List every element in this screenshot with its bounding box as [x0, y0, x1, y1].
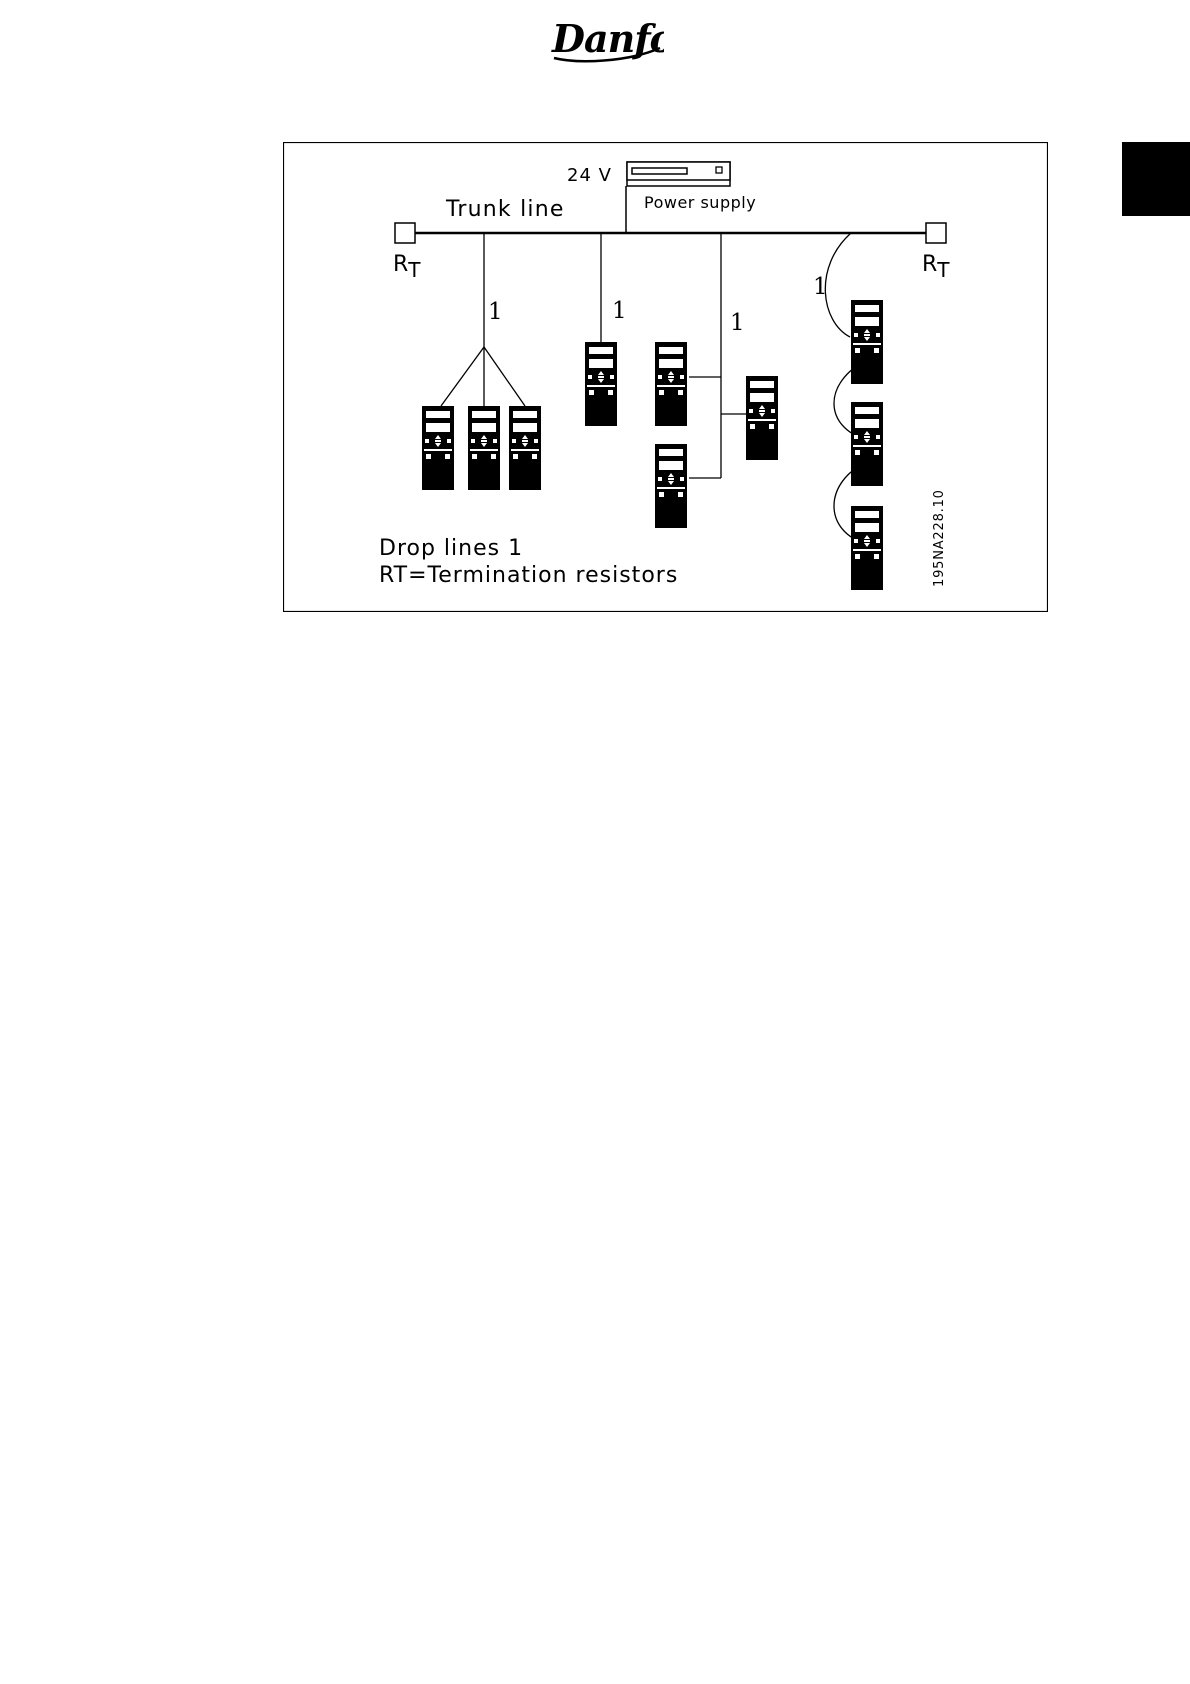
drive-unit — [509, 406, 541, 490]
power-supply-label: Power supply — [644, 193, 756, 212]
legend-drop-lines: Drop lines 1 — [379, 536, 523, 561]
danfoss-logo: Danfoss — [548, 18, 664, 66]
supply-voltage-label: 24 V — [567, 165, 612, 186]
terminator-left — [395, 223, 415, 243]
drive-unit — [468, 406, 500, 490]
drop-line-branch — [689, 233, 746, 478]
figure-id: 195NA228.10 — [932, 489, 947, 587]
terminator-right-label: RT — [922, 252, 950, 282]
drive-unit — [585, 342, 617, 426]
drop-line-tree — [441, 233, 525, 406]
drop-line-daisy-chain — [825, 233, 867, 544]
terminator-left-label: RT — [393, 252, 421, 282]
drop-number-4: 1 — [813, 274, 828, 300]
devicenet-topology-diagram: 24 V Power supply Trunk line RT RT 1 1 — [283, 142, 1048, 612]
trunk-line-label: Trunk line — [445, 197, 565, 222]
chapter-tab — [1122, 142, 1190, 216]
drive-unit — [422, 406, 454, 490]
legend-termination: RT=Termination resistors — [379, 563, 678, 588]
drop-number-1: 1 — [488, 299, 503, 325]
drive-unit — [655, 342, 687, 426]
drive-unit — [851, 300, 883, 384]
drop-number-3: 1 — [730, 310, 745, 336]
drive-unit — [851, 402, 883, 486]
drive-unit — [746, 376, 778, 460]
terminator-right — [926, 223, 946, 243]
drive-unit — [655, 444, 687, 528]
drive-unit — [851, 506, 883, 590]
brand-name: Danfoss — [551, 18, 664, 61]
drop-number-2: 1 — [612, 298, 627, 324]
